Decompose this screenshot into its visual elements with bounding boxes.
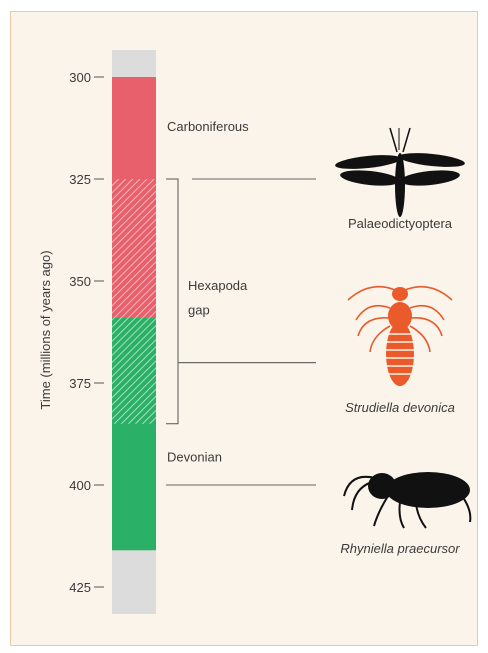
y-tick-label-350: 350 bbox=[69, 274, 91, 289]
strudiella-devonica-label: Strudiella devonica bbox=[345, 400, 455, 415]
hexapoda-gap-bracket bbox=[166, 179, 316, 424]
palaeodictyoptera-icon bbox=[335, 128, 466, 217]
y-axis-title: Time (millions of years ago) bbox=[38, 250, 53, 409]
gap-hatch-carboniferous bbox=[112, 179, 156, 318]
y-axis-ticks: 300 325 350 375 400 425 bbox=[69, 70, 104, 595]
strudiella-devonica-icon bbox=[348, 287, 452, 386]
rhyniella-praecursor-icon bbox=[344, 472, 470, 528]
hexapoda-gap-label-line1: Hexapoda bbox=[188, 278, 248, 293]
gap-hatch-devonian bbox=[112, 318, 156, 424]
y-tick-label-425: 425 bbox=[69, 580, 91, 595]
devonian-label: Devonian bbox=[167, 449, 222, 464]
rhyniella-praecursor-label: Rhyniella praecursor bbox=[340, 541, 460, 556]
palaeodictyoptera-label: Palaeodictyoptera bbox=[348, 216, 453, 231]
y-tick-label-300: 300 bbox=[69, 70, 91, 85]
y-tick-label-400: 400 bbox=[69, 478, 91, 493]
carboniferous-label: Carboniferous bbox=[167, 119, 249, 134]
hexapoda-gap-label-line2: gap bbox=[188, 302, 210, 317]
y-tick-label-375: 375 bbox=[69, 376, 91, 391]
y-tick-label-325: 325 bbox=[69, 172, 91, 187]
